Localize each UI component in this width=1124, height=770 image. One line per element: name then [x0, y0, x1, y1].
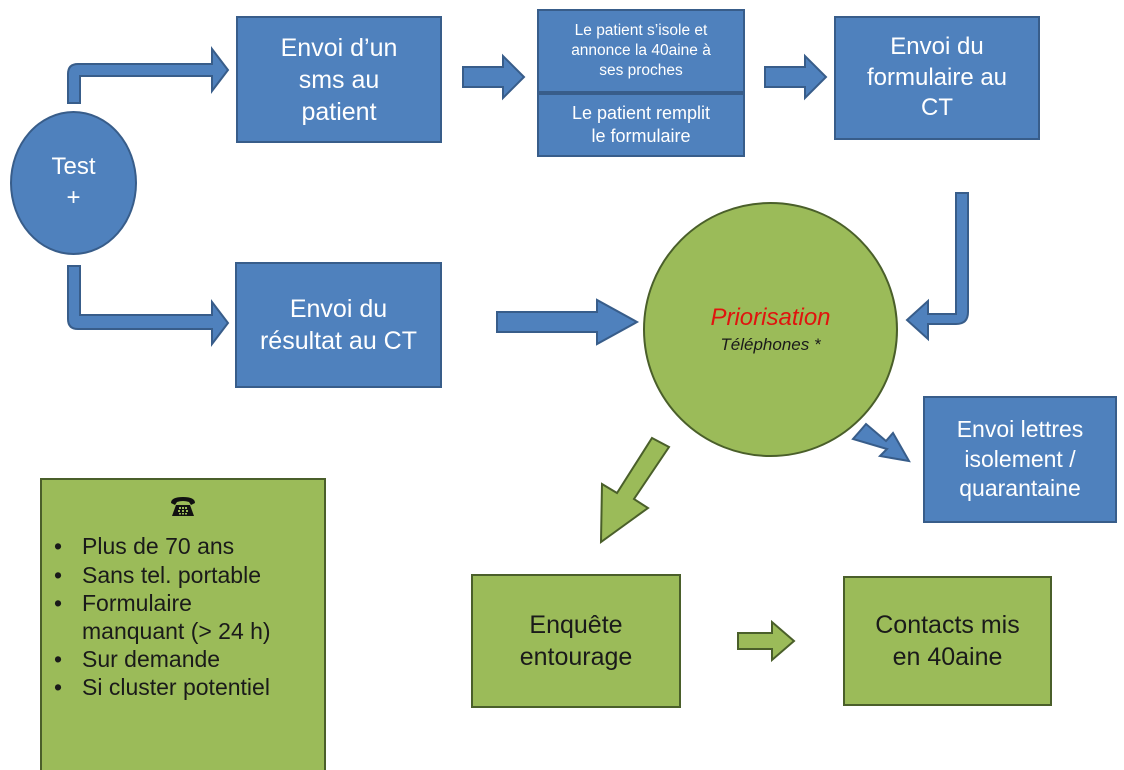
- test-label: Test: [51, 153, 96, 181]
- bullet-dot: •: [54, 645, 63, 672]
- sms-line-1: Envoi d’un: [280, 33, 398, 62]
- criteria-text-continued: manquant (> 24 h): [82, 617, 271, 644]
- bullet-dot: •: [54, 673, 63, 700]
- formulaire-line-2: formulaire au: [866, 63, 1008, 91]
- bullet-dot: •: [54, 589, 63, 616]
- formulaire-line-1: Envoi du: [890, 32, 984, 60]
- criteria-text: Sur demande: [82, 645, 221, 672]
- formulaire-line-3: CT: [921, 94, 953, 122]
- sms-patient-node: Envoi d’un sms au patient: [236, 16, 442, 143]
- criteria-text: Plus de 70 ans: [82, 533, 235, 560]
- resultat-ct-node: Envoi du résultat au CT: [235, 262, 442, 388]
- criteria-list: • Plus de 70 ans • Sans tel. portable • For…: [42, 532, 324, 700]
- criteria-item: • Sur demande: [42, 645, 324, 673]
- enquete-entourage-node: Enquête entourage: [471, 574, 681, 708]
- isole-line-2: annonce la 40aine à: [571, 42, 711, 60]
- telephone-icon: [169, 494, 197, 524]
- priorisation-title: Priorisation: [710, 304, 831, 332]
- criteria-item: • Sans tel. portable: [42, 561, 324, 589]
- isole-line-1: Le patient s’isole et: [574, 22, 708, 40]
- priorisation-subtitle: Téléphones *: [720, 334, 821, 354]
- enquete-line-2: entourage: [519, 643, 633, 671]
- enquete-line-1: Enquête: [529, 611, 623, 639]
- patient-remplit-node: Le patient remplit le formulaire: [537, 93, 745, 157]
- bullet-dot: •: [54, 561, 63, 588]
- contacts-line-1: Contacts mis: [875, 611, 1020, 639]
- resultat-line-1: Envoi du: [289, 295, 388, 323]
- criteria-item: • Si cluster potentiel: [42, 673, 324, 701]
- sms-line-2: sms au: [298, 65, 380, 94]
- criteria-text: Sans tel. portable: [82, 561, 262, 588]
- test-positive-node: Test +: [10, 111, 137, 255]
- bullet-dot: •: [54, 533, 63, 560]
- formulaire-ct-node: Envoi du formulaire au CT: [834, 16, 1040, 140]
- test-plus-label: +: [66, 184, 81, 211]
- envoi-lettres-node: Envoi lettres isolement / quarantaine: [923, 396, 1117, 523]
- lettres-line-1: Envoi lettres: [956, 416, 1084, 443]
- lettres-line-2: isolement /: [964, 445, 1076, 472]
- criteria-text: Si cluster potentiel: [82, 673, 270, 700]
- criteria-item: • Plus de 70 ans: [42, 532, 324, 560]
- contacts-line-2: en 40aine: [892, 643, 1003, 671]
- remplit-line-1: Le patient remplit: [571, 102, 711, 123]
- priorisation-node: Priorisation Téléphones *: [643, 202, 898, 457]
- contacts-40aine-node: Contacts mis en 40aine: [843, 576, 1052, 706]
- remplit-line-2: le formulaire: [591, 126, 691, 146]
- phone-criteria-box: • Plus de 70 ans • Sans tel. portable • For…: [40, 478, 326, 770]
- isole-line-3: ses proches: [599, 61, 683, 79]
- patient-isole-node: Le patient s’isole et annonce la 40aine …: [537, 9, 745, 93]
- lettres-line-3: quarantaine: [959, 475, 1081, 502]
- criteria-text: Formulaire: [82, 589, 192, 616]
- resultat-line-2: résultat au CT: [259, 327, 417, 355]
- sms-line-3: patient: [301, 97, 377, 126]
